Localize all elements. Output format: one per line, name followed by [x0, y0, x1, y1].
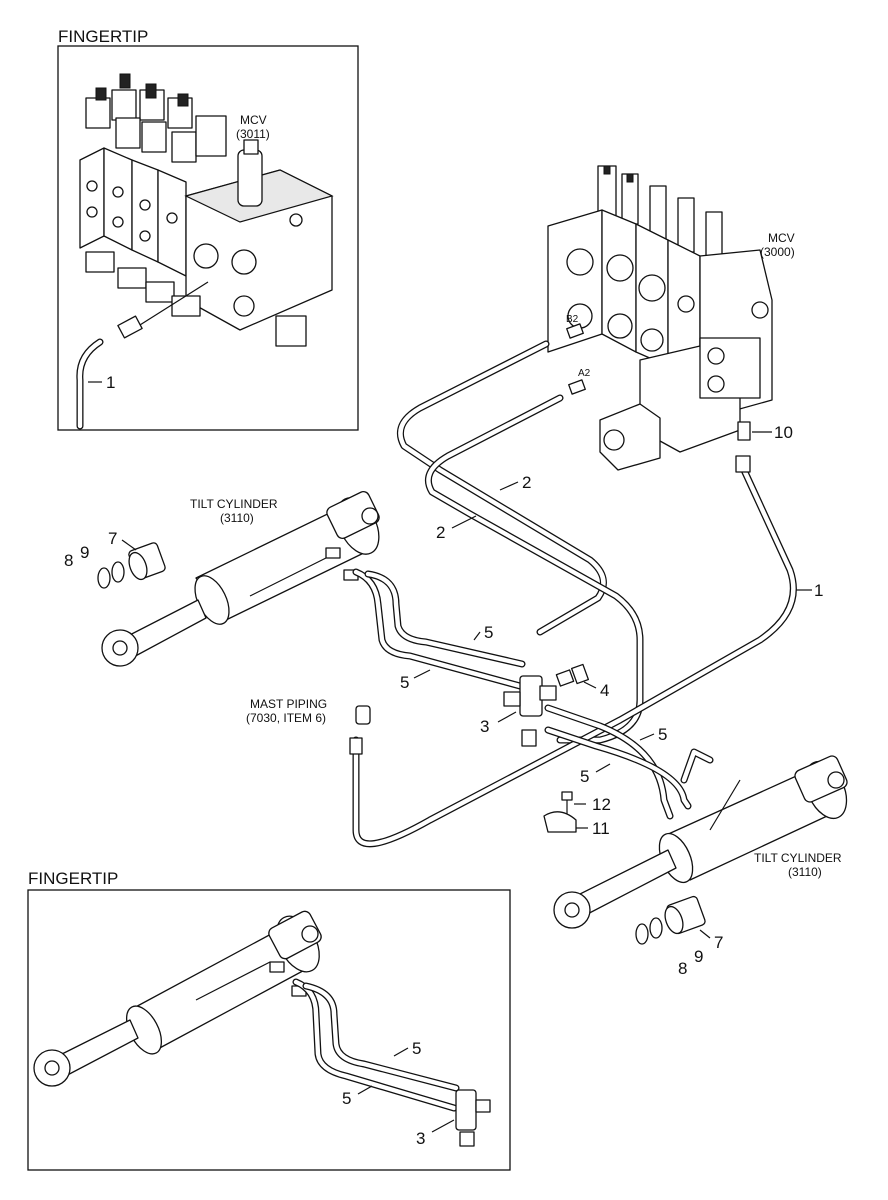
- callout-1-main: 1: [814, 581, 823, 600]
- tee-fitting-3: [503, 675, 557, 747]
- ring-9-right: [649, 917, 663, 939]
- mast-piping-ref: (7030, ITEM 6): [246, 711, 326, 725]
- callout-1-top: 1: [106, 373, 115, 392]
- clamp-11: [543, 811, 577, 833]
- mcv-3000-valve: [547, 165, 773, 471]
- callout-8-left: 8: [64, 551, 73, 570]
- callout-5-inset-a: 5: [412, 1039, 421, 1058]
- fitting-10: [737, 421, 751, 441]
- tilt-cylinder-left-ref: (3110): [220, 511, 254, 525]
- callout-11: 11: [592, 819, 610, 838]
- port-b2-label: B2: [566, 314, 579, 325]
- bushing-7-left: [128, 542, 166, 581]
- fingertip-bottom-inset: FINGERTIP 5 5: [27, 869, 511, 1171]
- mcv-3011-ref: (3011): [236, 127, 270, 141]
- hose-2-pair: [397, 340, 644, 744]
- callout-10: 10: [774, 423, 793, 442]
- callout-2-upper: 2: [522, 473, 531, 492]
- tilt-cylinder-right: [553, 755, 848, 929]
- fitting-b2: [566, 323, 584, 339]
- fitting-a2: [568, 379, 586, 395]
- callout-5-inset-b: 5: [342, 1089, 351, 1108]
- fingertip-top-frame: [57, 45, 359, 431]
- ring-8-left: [97, 567, 111, 589]
- callout-8-right: 8: [678, 959, 687, 978]
- ring-8-right: [635, 923, 649, 945]
- mast-piping-elbow: [349, 705, 371, 755]
- adapter-4: [555, 663, 590, 687]
- callout-5-b: 5: [400, 673, 409, 692]
- hose-5-right: [544, 704, 714, 820]
- callout-5-d: 5: [580, 767, 589, 786]
- hose-5-inset: [292, 978, 460, 1112]
- hose-1: [352, 466, 797, 848]
- fingertip-top-title: FINGERTIP: [58, 27, 148, 46]
- fingertip-bottom-title: FINGERTIP: [28, 869, 118, 888]
- callout-5-a: 5: [484, 623, 493, 642]
- tilt-cylinder-left-name: TILT CYLINDER: [190, 497, 278, 511]
- callout-7-left: 7: [108, 529, 117, 548]
- tilt-cylinder-right-name: TILT CYLINDER: [754, 851, 842, 865]
- port-a2-label: A2: [578, 368, 591, 379]
- mcv-3000-name: MCV: [768, 231, 795, 245]
- mast-piping-name: MAST PIPING: [250, 697, 327, 711]
- callout-3-inset: 3: [416, 1129, 425, 1148]
- callout-7-right: 7: [714, 933, 723, 952]
- solenoid-stack: [85, 73, 227, 163]
- tilt-cylinder-inset: [33, 910, 322, 1087]
- ring-9-left: [111, 561, 125, 583]
- callout-5-c: 5: [658, 725, 667, 744]
- fingertip-top-inset: FINGERTIP: [57, 27, 359, 431]
- callout-4: 4: [600, 681, 609, 700]
- mcv-3011-valve: [76, 73, 334, 430]
- callout-3: 3: [480, 717, 489, 736]
- tilt-cylinder-right-ref: (3110): [788, 865, 822, 879]
- callout-2-lower: 2: [436, 523, 445, 542]
- hose-5-left: [352, 568, 526, 690]
- callout-9-right: 9: [694, 947, 703, 966]
- fitting-hose-1-top: [735, 455, 751, 473]
- bushing-7-right: [664, 895, 706, 935]
- tilt-cylinder-left: [101, 491, 380, 667]
- callout-12: 12: [592, 795, 611, 814]
- fingertip-bottom-frame: [27, 889, 511, 1171]
- mcv-3000-ref: (3000): [760, 245, 795, 259]
- mcv-3011-name: MCV: [240, 113, 267, 127]
- callout-9-left: 9: [80, 543, 89, 562]
- tee-fitting-3-inset: [455, 1089, 491, 1147]
